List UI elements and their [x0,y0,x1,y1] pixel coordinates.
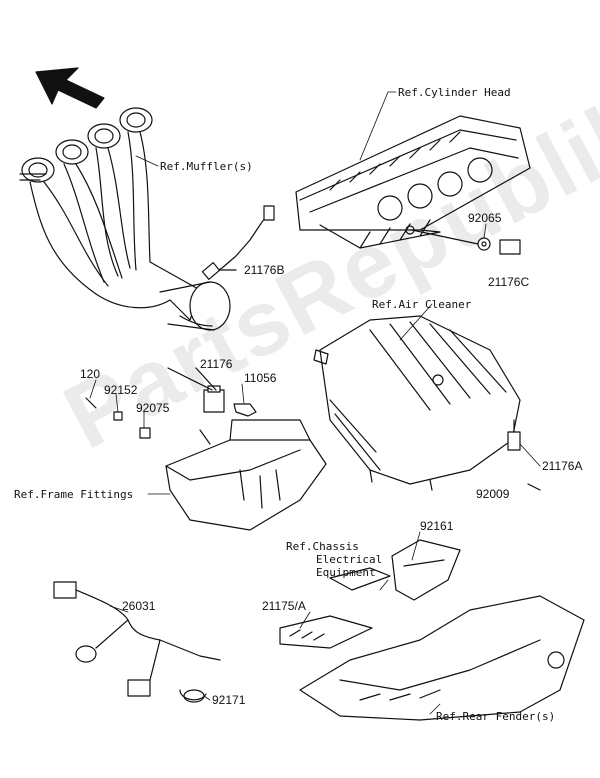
part-number-21176: 21176 [200,357,233,371]
sensor-21176-and-bracket-11056 [167,367,257,417]
intake-sensor-21176a [507,419,541,491]
o2-sensor-21176b [201,205,275,280]
part-number-21175a: 21175/A [262,599,306,613]
part-number-21176a: 21176A [542,459,583,473]
label-ref-muffler: Ref.Muffler(s) [160,160,253,173]
temp-sensor-21176c [411,229,521,255]
part-number-92171: 92171 [212,693,246,707]
sensor-bracket-tray [165,419,327,531]
part-number-21176b: 21176B [244,263,285,277]
label-ref-rear-fender: Ref.Rear Fender(s) [436,710,556,723]
part-number-21176c: 21176C [488,275,530,289]
label-ref-chassis: Ref.Chassis [286,540,359,553]
part-number-26031: 26031 [122,599,156,613]
label-ref-frame-fittings: Ref.Frame Fittings [14,488,134,501]
ecu-21175a [279,615,373,649]
label-ref-cylinder-head: Ref.Cylinder Head [398,86,511,99]
leader-lines [89,91,541,715]
part-number-92075: 92075 [136,401,170,415]
part-number-92161: 92161 [420,519,454,533]
part-number-120: 120 [80,367,101,381]
air-cleaner-box [313,315,521,491]
label-ref-chassis-equipment: Equipment [316,566,376,579]
relay-bracket-92161 [329,539,461,601]
label-ref-air-cleaner: Ref.Air Cleaner [372,298,472,311]
exhaust-header-assembly [19,107,231,331]
part-number-92009: 92009 [476,487,510,501]
rear-fender [299,595,585,721]
label-ref-chassis-electrical: Electrical [316,553,383,566]
wiring-harness-26031 [53,581,221,703]
front-direction-arrow-icon [35,67,105,109]
part-number-92152: 92152 [104,383,138,397]
cylinder-head [295,115,531,249]
part-number-92065: 92065 [468,211,502,225]
part-number-11056: 11056 [244,371,277,385]
